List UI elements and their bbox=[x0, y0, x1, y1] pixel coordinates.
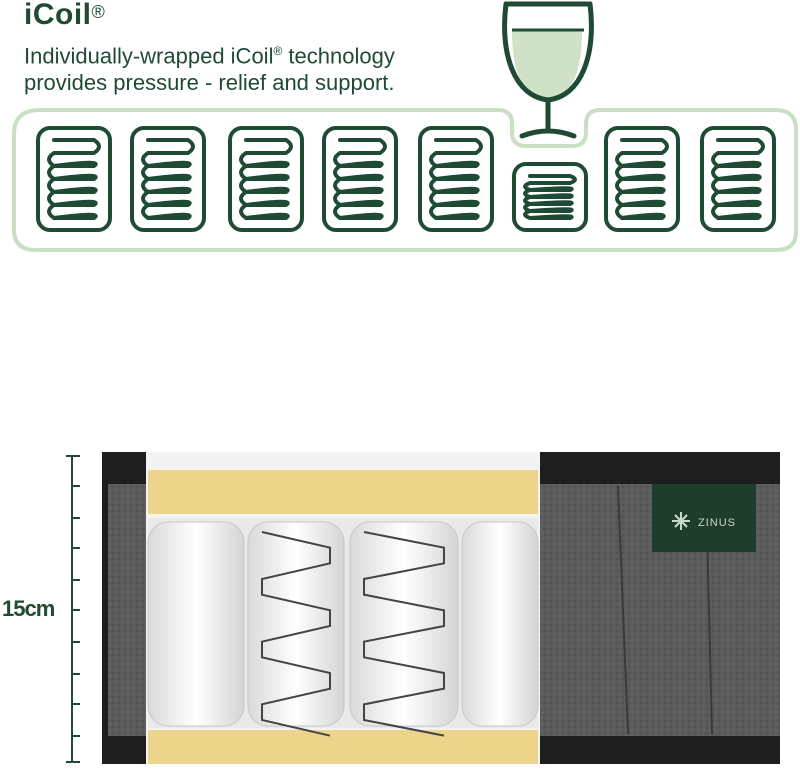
coil-diagram bbox=[12, 1, 798, 252]
coil-sleeves bbox=[147, 521, 539, 737]
coil-row bbox=[36, 126, 776, 232]
coil-icon-compressed bbox=[512, 162, 588, 232]
description-line-2: provides pressure - relief and support. bbox=[24, 70, 395, 96]
coil-icon bbox=[228, 126, 304, 232]
height-ruler bbox=[66, 455, 80, 763]
height-label: 15cm bbox=[2, 596, 55, 621]
description-line-1a: Individually-wrapped iCoil bbox=[24, 43, 274, 69]
coil-icon bbox=[700, 126, 776, 232]
wine-glass-icon bbox=[502, 1, 594, 139]
coil-sleeve bbox=[147, 521, 245, 727]
description-line-1b: technology bbox=[282, 43, 395, 69]
coil-icon bbox=[322, 126, 398, 232]
zinus-tag: ZINUS bbox=[652, 484, 756, 552]
title: iCoil® bbox=[24, 0, 105, 32]
registered-mark: ® bbox=[91, 2, 106, 22]
description-line-1: Individually-wrapped iCoil® technology bbox=[24, 38, 395, 69]
description: Individually-wrapped iCoil® technology p… bbox=[24, 38, 395, 96]
title-text: iCoil bbox=[24, 0, 92, 31]
brand-label: ZINUS bbox=[698, 517, 736, 529]
coil-sleeve bbox=[349, 521, 459, 727]
spring-wire bbox=[261, 531, 331, 737]
zinus-logo-icon bbox=[672, 512, 690, 530]
coil-icon bbox=[130, 126, 206, 232]
mattress-fabric-left bbox=[108, 484, 146, 736]
coil-icon bbox=[418, 126, 494, 232]
coil-sleeve bbox=[461, 521, 539, 727]
coil-icon bbox=[604, 126, 680, 232]
coil-sleeve bbox=[247, 521, 345, 727]
mattress-cross-section: ZINUS bbox=[66, 452, 780, 764]
registered-mark-inline: ® bbox=[273, 44, 283, 58]
spring-wire bbox=[363, 531, 445, 737]
coil-icon bbox=[36, 126, 112, 232]
bottom-foam-layer bbox=[148, 730, 538, 764]
mattress-tray-outline bbox=[12, 108, 798, 252]
top-foam-layer bbox=[148, 470, 538, 514]
